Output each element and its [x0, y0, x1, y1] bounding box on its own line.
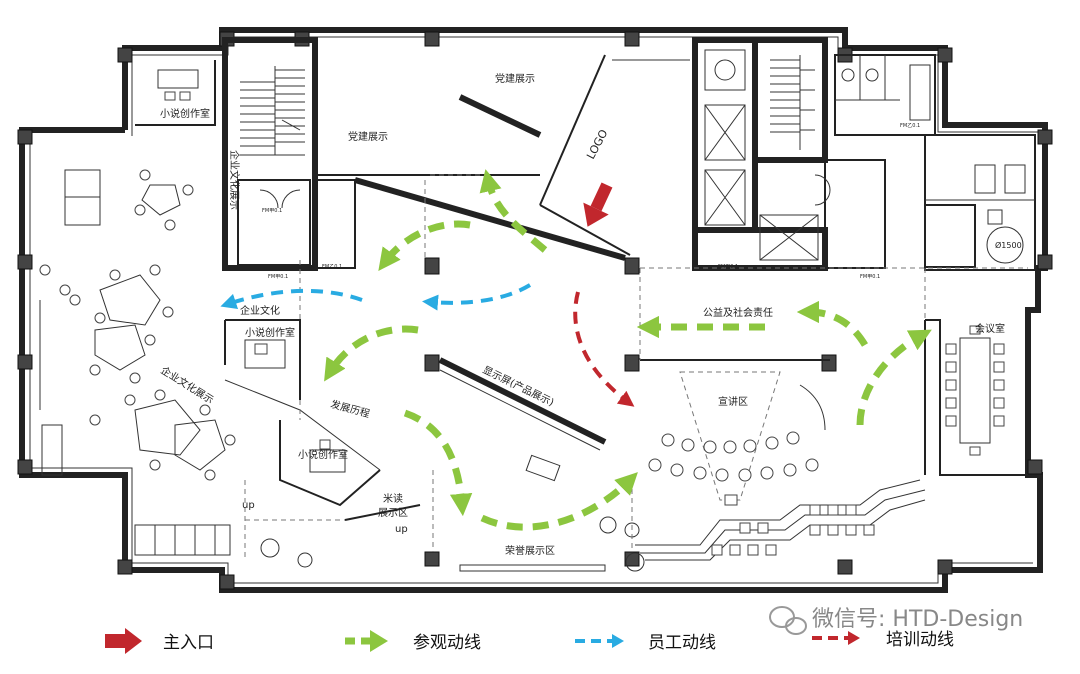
- legend-staff-route: 员工动线: [575, 633, 716, 653]
- legend-main-entrance-label: 主入口: [163, 633, 214, 653]
- label-honor: 荣誉展示区: [505, 544, 555, 557]
- main-entrance-arrow: [583, 182, 613, 227]
- legend-main-entrance: 主入口: [105, 628, 214, 654]
- novel-studio-top: [135, 60, 216, 126]
- staff-route-2: [422, 283, 532, 311]
- wechat-icon: [769, 606, 807, 635]
- label-novel-studio-low: 小说创作室: [298, 448, 348, 461]
- restrooms: [834, 54, 1036, 271]
- visit-route-1: [479, 169, 548, 253]
- visit-route-5: [480, 472, 638, 531]
- label-diameter: Ø1500: [995, 240, 1022, 250]
- label-meeting: 会议室: [975, 322, 1005, 335]
- open-office-left: [39, 169, 236, 481]
- columns: [17, 31, 1053, 590]
- right-core: [692, 37, 886, 271]
- bleacher-seating: [459, 479, 926, 572]
- label-rice-reading-1: 米读: [383, 492, 403, 505]
- legend-training-route-label: 培训动线: [886, 630, 954, 650]
- label-novel-studio-top: 小说创作室: [160, 107, 210, 120]
- lecture-area: [648, 371, 826, 501]
- meeting-room: [924, 319, 1028, 476]
- flow-routes: [220, 169, 932, 531]
- door-tag: FM甲0.1: [268, 274, 288, 280]
- mid-left-rooms: [224, 319, 421, 521]
- storage-cabinets: [134, 524, 313, 568]
- watermark: 微信号: HTD-Design: [769, 606, 1023, 635]
- label-lecture: 宣讲区: [718, 395, 748, 408]
- left-stair-core: [222, 37, 356, 271]
- training-route: [573, 291, 635, 407]
- label-development: 发展历程: [329, 397, 371, 420]
- legend-training-route: 培训动线: [812, 630, 954, 650]
- legend-visit-route: 参观动线: [345, 630, 481, 653]
- legend: 主入口 参观动线 员工动线 培训动线: [105, 628, 954, 654]
- legend-staff-route-label: 员工动线: [648, 633, 716, 653]
- legend-visit-route-label: 参观动线: [413, 633, 481, 653]
- label-party-b: 党建展示: [348, 130, 388, 143]
- watermark-text: 微信号: HTD-Design: [812, 607, 1023, 632]
- label-corp-culture: 企业文化: [240, 304, 280, 317]
- label-culture-vertical: 企业文化展示: [228, 150, 241, 210]
- display-wall: [438, 357, 830, 482]
- label-rice-reading-2: 展示区: [378, 507, 408, 519]
- label-culture-display: 企业文化展示: [158, 364, 216, 407]
- label-logo: LOGO: [584, 127, 610, 161]
- door-tag: FM甲0.1: [262, 208, 282, 214]
- staff-route-1: [220, 288, 363, 310]
- label-welfare: 公益及社会责任: [703, 306, 773, 319]
- visit-route-6: [856, 329, 932, 426]
- label-novel-studio-mid: 小说创作室: [245, 326, 295, 339]
- door-tag: FM乙0.1: [900, 122, 920, 129]
- label-party-a: 党建展示: [495, 72, 535, 85]
- visit-route-7: [796, 300, 869, 347]
- visit-route-3: [324, 325, 419, 382]
- door-tag: FM甲0.1: [860, 274, 880, 280]
- visit-route-4: [403, 409, 473, 517]
- label-up-2: up: [395, 524, 408, 535]
- door-tags: FM甲0.1 FM甲0.1 FM乙0.1 FM甲0.1 FM甲0.1 FM乙0.…: [262, 122, 920, 280]
- door-tag: FM甲0.1: [718, 264, 738, 270]
- label-up-1: up: [242, 500, 255, 511]
- visit-route-2: [378, 220, 471, 271]
- door-tag: FM乙0.1: [322, 263, 342, 270]
- central-walls: [315, 54, 690, 261]
